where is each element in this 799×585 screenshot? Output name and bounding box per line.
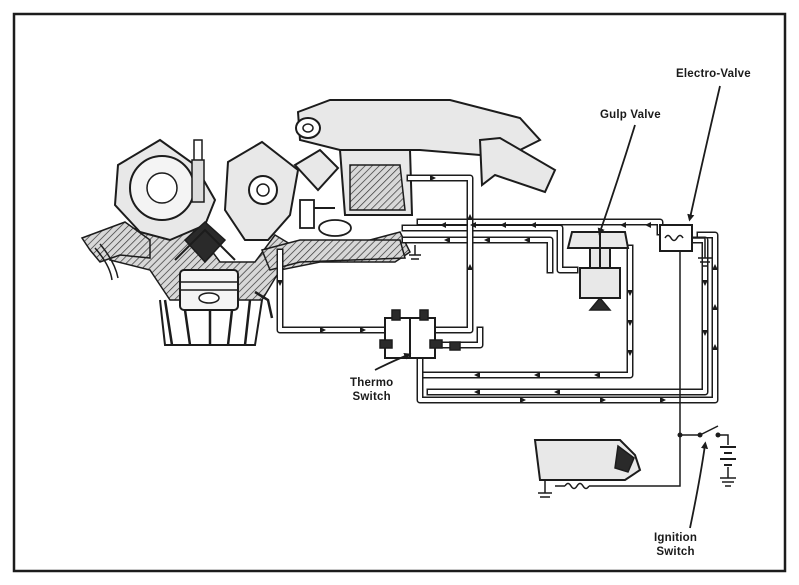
gulp-valve-leader xyxy=(597,124,636,236)
ground-symbol xyxy=(409,245,421,260)
electro-valve-label: Electro-Valve xyxy=(676,68,751,80)
engine-cross-section xyxy=(80,138,411,346)
flow-arrows xyxy=(277,175,718,403)
gulp-valve xyxy=(566,231,630,311)
gulp-valve-label: Gulp Valve xyxy=(600,109,661,121)
thermo-switch xyxy=(379,309,461,359)
thermo-switch-label: Thermo Switch xyxy=(350,377,394,403)
ignition-switch-leader xyxy=(689,441,709,529)
ignition-circuit xyxy=(533,251,736,498)
thermo-switch-leader xyxy=(374,352,412,371)
electro-valve-leader xyxy=(687,85,721,222)
ignition-switch-label: Ignition Switch xyxy=(654,532,698,558)
air-cleaner-assembly xyxy=(293,99,557,237)
electro-valve xyxy=(659,224,712,267)
diagram-frame xyxy=(12,12,787,573)
vacuum-lines xyxy=(276,174,719,404)
